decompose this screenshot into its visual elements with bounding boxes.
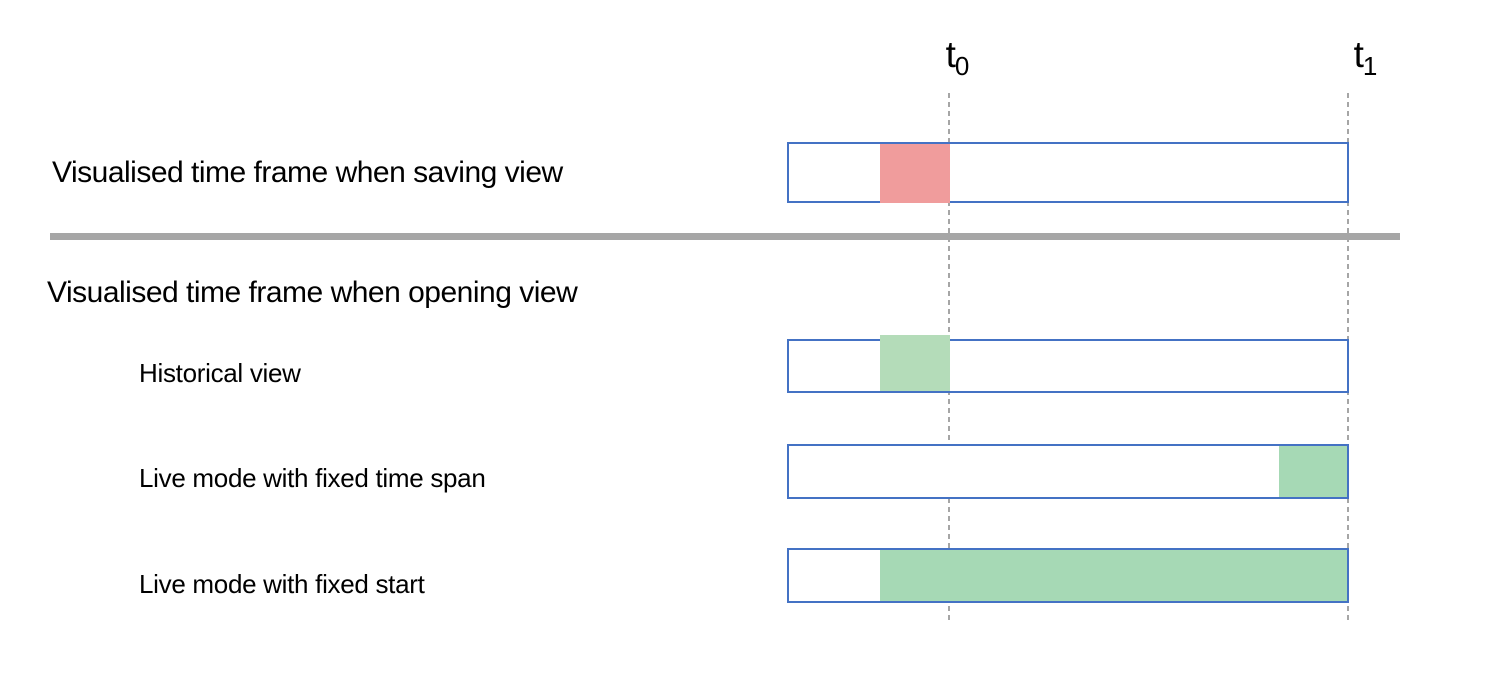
saving-view-bar (787, 142, 1349, 203)
section-divider (50, 233, 1400, 240)
live-fixed-start-bar (787, 548, 1349, 603)
live-fixed-start-segment (880, 550, 1347, 601)
live-fixed-start-label: Live mode with fixed start (139, 569, 425, 599)
historical-view-segment (880, 335, 950, 391)
live-fixed-span-label: Live mode with fixed time span (139, 463, 486, 493)
live-fixed-span-segment (1279, 446, 1347, 497)
historical-view-bar (787, 335, 1349, 393)
historical-view-label: Historical view (139, 358, 301, 388)
saving-section-heading: Visualised time frame when saving view (52, 156, 563, 189)
opening-section-heading: Visualised time frame when opening view (47, 276, 578, 309)
t1-marker-label: t1 (1353, 34, 1378, 81)
t0-marker-label: t0 (945, 34, 970, 81)
saved-timeframe-segment (880, 144, 950, 203)
live-fixed-span-bar (787, 444, 1349, 499)
